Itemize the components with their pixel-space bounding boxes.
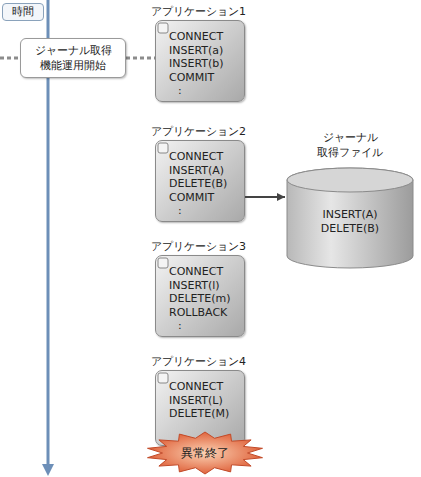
cylinder-top — [287, 168, 413, 192]
application-box: アプリケーション3CONNECTINSERT(l)DELETE(m)ROLLBA… — [155, 255, 245, 337]
statement-line: INSERT(b) — [169, 57, 224, 71]
cylinder-body — [287, 168, 413, 268]
abend-starburst: 異常終了 — [145, 431, 265, 475]
application-heading: アプリケーション2 — [151, 125, 246, 139]
statement-line: : — [178, 319, 182, 333]
application-box: アプリケーション4CONNECTINSERT(L)DELETE(M) — [155, 370, 245, 446]
starburst-shape — [148, 432, 263, 474]
statement-line: : — [178, 84, 182, 98]
abend-label: 異常終了 — [181, 446, 229, 460]
application-box: アプリケーション1CONNECTINSERT(a)INSERT(b)COMMIT… — [155, 20, 245, 102]
statement-line: COMMIT — [169, 71, 214, 85]
time-label: 時間 — [2, 3, 44, 21]
statement-line: CONNECT — [169, 265, 223, 279]
journal-entry: INSERT(A) — [286, 208, 414, 222]
statement-line: : — [178, 204, 182, 218]
statement-line: COMMIT — [169, 191, 214, 205]
statement-line: INSERT(A) — [169, 164, 224, 178]
statement-line: CONNECT — [169, 150, 223, 164]
statement-line: INSERT(l) — [169, 279, 220, 293]
file-label: ジャーナル 取得ファイル — [308, 130, 392, 160]
statement-line: INSERT(L) — [169, 394, 223, 408]
application-box: アプリケーション2CONNECTINSERT(A)DELETE(B)COMMIT… — [155, 140, 245, 222]
flow-arrow — [245, 196, 285, 198]
statement-line: DELETE(m) — [169, 292, 230, 306]
journal-file-cylinder: ジャーナル 取得ファイルINSERT(A)DELETE(B) — [286, 168, 414, 268]
statement-line: CONNECT — [169, 30, 223, 44]
statement-line: DELETE(B) — [169, 177, 227, 191]
callout-box: ジャーナル取得 機能運用開始 — [20, 38, 126, 78]
timeline-arrowhead — [42, 464, 54, 476]
callout-text: ジャーナル取得 機能運用開始 — [21, 43, 125, 73]
axis-label: 時間 — [12, 5, 34, 19]
application-heading: アプリケーション1 — [151, 5, 246, 19]
statement-line: CONNECT — [169, 380, 223, 394]
application-heading: アプリケーション4 — [151, 355, 246, 369]
statement-line: ROLLBACK — [169, 306, 227, 320]
application-heading: アプリケーション3 — [151, 240, 246, 254]
journal-entry: DELETE(B) — [286, 222, 414, 236]
statement-line: INSERT(a) — [169, 44, 223, 58]
statement-line: DELETE(M) — [169, 407, 229, 421]
